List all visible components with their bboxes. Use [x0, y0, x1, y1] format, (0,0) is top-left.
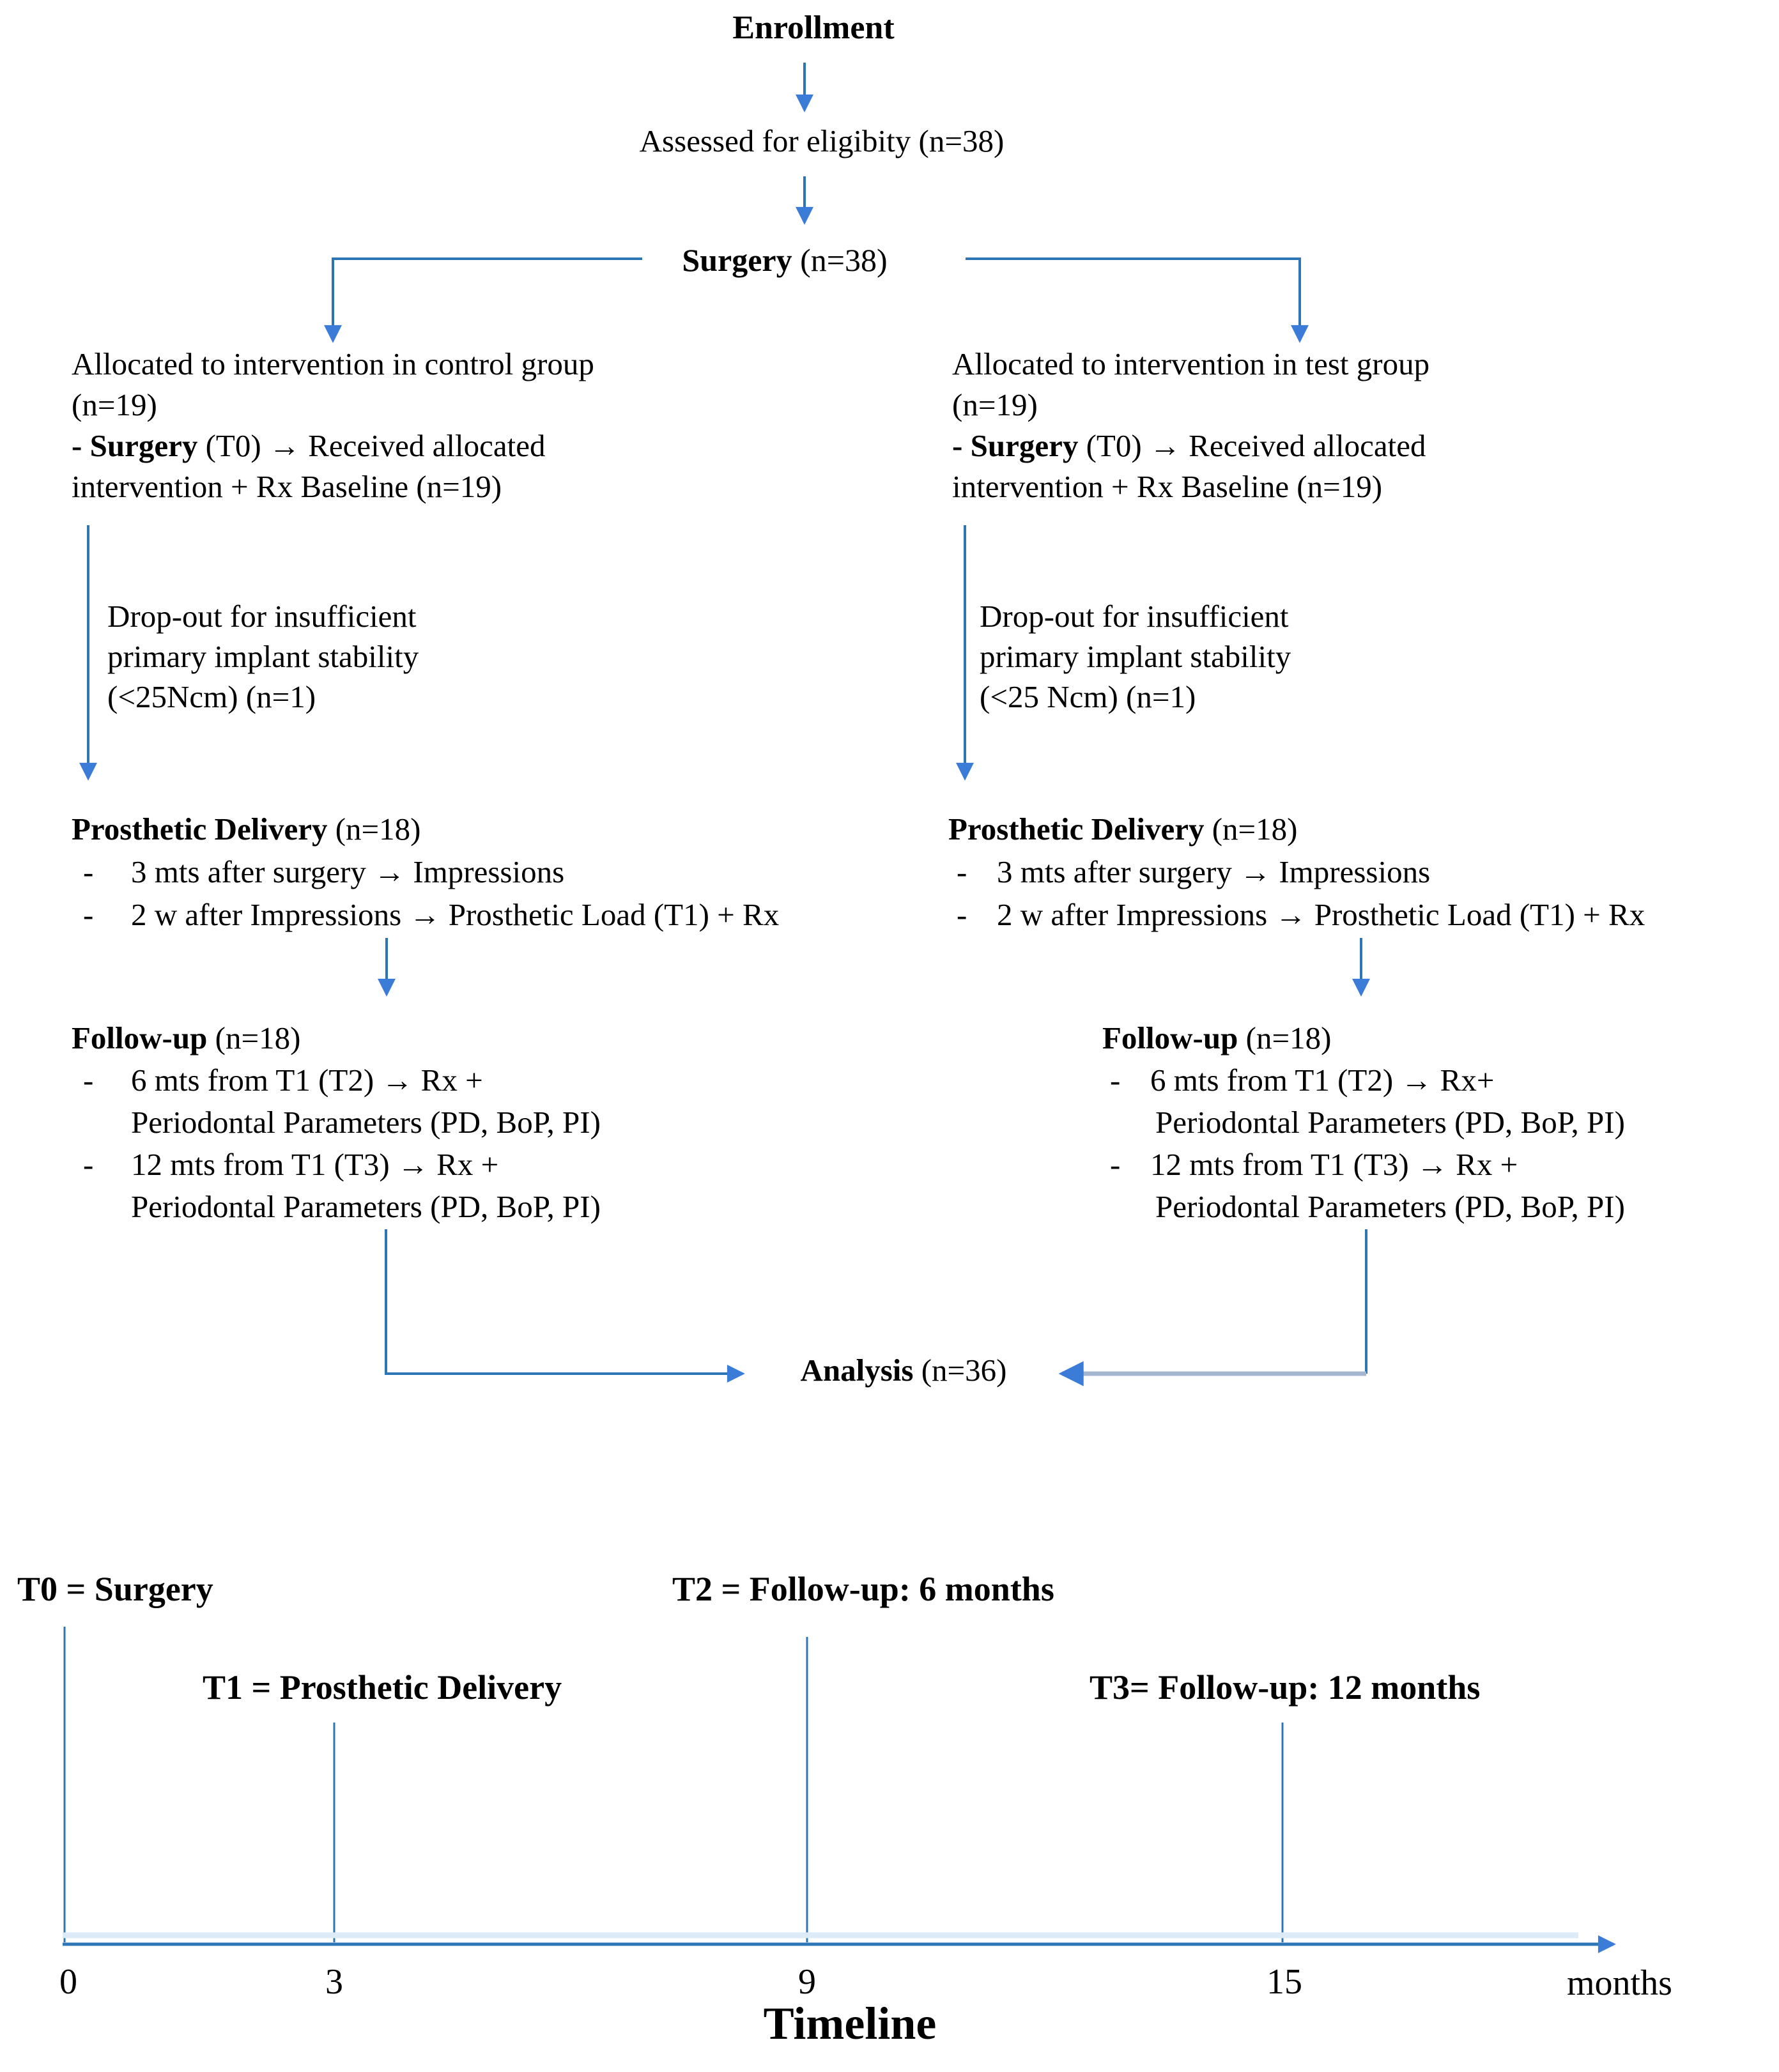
timeline-t1-label: T1 = Prosthetic Delivery — [203, 1668, 562, 1707]
timeline-tick-15: 15 — [1267, 1962, 1302, 2002]
test-prosthetic-bullet1: -3 mts after surgery → Impressions — [948, 850, 1645, 893]
control-followup-bullet1-cont: Periodontal Parameters (PD, BoP, PI) — [131, 1105, 601, 1140]
test-allocated-line1: Allocated to intervention in test group — [952, 346, 1430, 381]
bullet-dash: - — [1110, 1063, 1121, 1098]
timeline-t0-label: T0 = Surgery — [17, 1570, 213, 1608]
test-prosthetic-heading: Prosthetic Delivery (n=18) — [948, 808, 1645, 850]
test-dropout-note: Drop-out for insufficient primary implan… — [980, 596, 1291, 717]
control-prosthetic-heading: Prosthetic Delivery (n=18) — [72, 808, 779, 850]
test-followup-bullet2-text: 12 mts from T1 (T3) → Rx + — [1150, 1147, 1518, 1182]
test-surgery-tail: (T0) → Received allocated — [1078, 428, 1426, 463]
timeline-axis-unit: months — [1567, 1963, 1672, 2003]
timeline-tick-0: 0 — [59, 1962, 77, 2002]
test-followup-bullet1-text: 6 mts from T1 (T2) → Rx+ — [1150, 1063, 1495, 1098]
test-followup-block: Follow-up (n=18) -6 mts from T1 (T2) → R… — [1102, 1017, 1625, 1228]
bullet-dash: - — [83, 1063, 94, 1098]
enrollment-title: Enrollment — [732, 10, 895, 46]
bullet-dash: - — [83, 1147, 94, 1182]
test-prosthetic-heading-bold: Prosthetic Delivery — [948, 811, 1205, 847]
surgery-label: Surgery (n=38) — [593, 242, 976, 279]
test-prosthetic-bullet1-text: 3 mts after surgery → Impressions — [997, 854, 1431, 889]
test-followup-bullet2: -12 mts from T1 (T3) → Rx + — [1102, 1144, 1625, 1186]
control-surgery-tail: (T0) → Received allocated — [197, 428, 546, 463]
analysis-label-count: (n=36) — [913, 1353, 1007, 1388]
control-followup-bullet2-text: 12 mts from T1 (T3) → Rx + — [131, 1147, 499, 1182]
control-prosthetic-bullet1: - 3 mts after surgery → Impressions — [72, 850, 779, 893]
control-allocated-line1: Allocated to intervention in control gro… — [72, 346, 594, 381]
bullet-dash: - — [83, 854, 94, 889]
control-followup-bullet2-cont: Periodontal Parameters (PD, BoP, PI) — [131, 1189, 601, 1224]
control-allocated-line3: - Surgery (T0) → Received allocated — [72, 426, 594, 466]
elbow-control-to-analysis — [385, 1229, 745, 1383]
test-followup-heading: Follow-up (n=18) — [1102, 1017, 1625, 1059]
timeline-tick-3: 3 — [325, 1962, 343, 2002]
control-dropout-note: Drop-out for insufficient primary implan… — [107, 596, 419, 717]
test-allocated-block: Allocated to intervention in test group … — [952, 344, 1429, 507]
test-followup-heading-count: (n=18) — [1238, 1020, 1332, 1055]
test-dropout-line1: Drop-out for insufficient — [980, 599, 1289, 634]
timeline-t3-label: T3= Follow-up: 12 months — [1090, 1668, 1481, 1707]
control-followup-bullet1: - 6 mts from T1 (T2) → Rx + — [72, 1059, 601, 1101]
control-dropout-line1: Drop-out for insufficient — [107, 599, 417, 634]
test-prosthetic-bullet2: -2 w after Impressions → Prosthetic Load… — [948, 893, 1645, 936]
control-allocated-line2: (n=19) — [72, 387, 157, 422]
test-allocated-line2: (n=19) — [952, 387, 1038, 422]
test-prosthetic-bullet2-text: 2 w after Impressions → Prosthetic Load … — [997, 897, 1645, 932]
test-followup-bullet1-cont: Periodontal Parameters (PD, BoP, PI) — [1155, 1105, 1625, 1140]
control-prosthetic-block: Prosthetic Delivery (n=18) - 3 mts after … — [72, 808, 779, 936]
control-dropout-line3: (<25Ncm) (n=1) — [107, 679, 316, 714]
control-followup-bullet2: - 12 mts from T1 (T3) → Rx + — [72, 1144, 601, 1186]
assessed-label: Assessed for eligibity (n=38) — [639, 123, 1005, 158]
surgery-label-count: (n=38) — [792, 242, 888, 278]
elbow-surgery-to-test — [966, 257, 1309, 343]
elbow-surgery-to-control — [324, 257, 642, 343]
bullet-dash: - — [957, 854, 967, 889]
test-followup-bullet1: -6 mts from T1 (T2) → Rx+ — [1102, 1059, 1625, 1101]
timeline-t2-label: T2 = Follow-up: 6 months — [672, 1570, 1054, 1608]
surgery-label-bold: Surgery — [682, 242, 792, 278]
test-prosthetic-heading-count: (n=18) — [1204, 811, 1298, 847]
test-surgery-bold: - Surgery — [952, 428, 1079, 463]
test-followup-heading-bold: Follow-up — [1102, 1020, 1238, 1055]
control-prosthetic-bullet2: - 2 w after Impressions → Prosthetic Load… — [72, 893, 779, 936]
test-dropout-line3: (<25 Ncm) (n=1) — [980, 679, 1196, 714]
control-followup-heading-bold: Follow-up — [72, 1020, 208, 1055]
control-surgery-bold: - Surgery — [72, 428, 198, 463]
control-prosthetic-bullet2-text: 2 w after Impressions → Prosthetic Load … — [131, 897, 780, 932]
bullet-dash: - — [83, 897, 94, 932]
timeline-title: Timeline — [763, 1998, 937, 2049]
bullet-dash: - — [1110, 1147, 1121, 1182]
control-followup-heading-count: (n=18) — [207, 1020, 301, 1055]
test-prosthetic-block: Prosthetic Delivery (n=18) -3 mts after … — [948, 808, 1645, 936]
control-allocated-block: Allocated to intervention in control gro… — [72, 344, 594, 507]
control-followup-heading: Follow-up (n=18) — [72, 1017, 601, 1059]
control-prosthetic-bullet1-text: 3 mts after surgery → Impressions — [131, 854, 565, 889]
analysis-label: Analysis (n=36) — [712, 1352, 1095, 1388]
control-prosthetic-heading-count: (n=18) — [327, 811, 421, 847]
test-dropout-line2: primary implant stability — [980, 639, 1291, 674]
test-allocated-line4: intervention + Rx Baseline (n=19) — [952, 469, 1383, 504]
control-followup-bullet1-text: 6 mts from T1 (T2) → Rx + — [131, 1063, 483, 1098]
control-dropout-line2: primary implant stability — [107, 639, 419, 674]
test-followup-bullet2-cont: Periodontal Parameters (PD, BoP, PI) — [1155, 1189, 1625, 1224]
control-followup-block: Follow-up (n=18) - 6 mts from T1 (T2) → R… — [72, 1017, 601, 1228]
analysis-label-bold: Analysis — [800, 1353, 914, 1388]
timeline-tick-9: 9 — [798, 1962, 816, 2002]
test-allocated-line3: - Surgery (T0) → Received allocated — [952, 426, 1429, 466]
control-allocated-line4: intervention + Rx Baseline (n=19) — [72, 469, 502, 504]
bullet-dash: - — [957, 897, 967, 932]
control-prosthetic-heading-bold: Prosthetic Delivery — [72, 811, 328, 847]
